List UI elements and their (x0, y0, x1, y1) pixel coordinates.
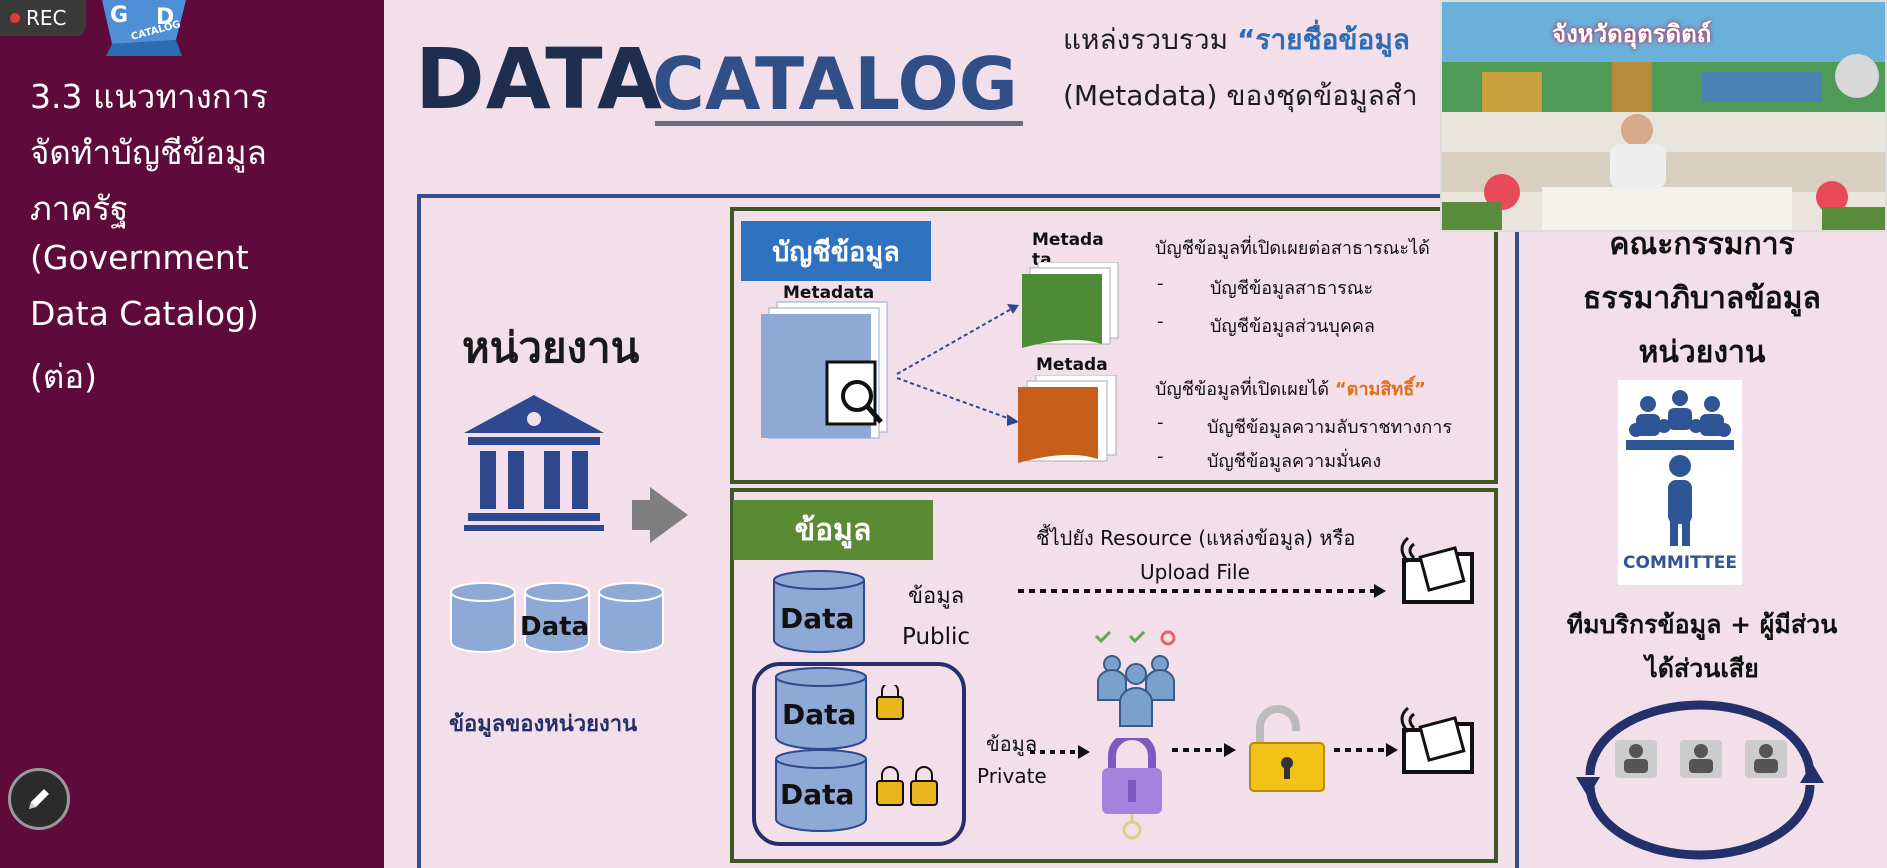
gd-catalog-logo: G D CATALOG (102, 0, 186, 56)
webcam-label: จังหวัดอุตรดิตถ์ (1552, 20, 1712, 48)
agency-db-label: Data (520, 612, 590, 642)
sidebar-line: ภาครัฐ (30, 189, 129, 228)
webcam-edit-button[interactable] (1835, 54, 1879, 98)
team-title-line: ทีมบริกรข้อมูล + ผู้มีส่วน (1566, 610, 1838, 639)
sidebar-line: 3.3 แนวทางการ (30, 77, 268, 116)
folder-upload-icon (1400, 536, 1474, 604)
open-padlock-icon (1249, 705, 1325, 792)
subtitle-prefix: แหล่งรวบรวม (1063, 23, 1237, 56)
team-title: ทีมบริกรข้อมูล + ผู้มีส่วน ได้ส่วนเสีย (1522, 603, 1882, 691)
private-arrow-1 (1030, 745, 1090, 759)
public-item: บัญชีข้อมูลส่วนบุคคล (1210, 316, 1375, 337)
committee-title-line: หน่วยงาน (1638, 335, 1766, 370)
public-database-icon (773, 570, 865, 653)
subtitle-line-1: แหล่งรวบรวม “รายชื่อข้อมูล (1063, 18, 1410, 62)
subtitle-highlight: “รายชื่อข้อมูล (1237, 23, 1410, 56)
dash: - (1157, 446, 1164, 467)
private-arrow-2 (1172, 743, 1236, 757)
webcam-video[interactable]: จังหวัดอุตรดิตถ์ (1440, 0, 1887, 232)
private-db-label-1: Data (782, 698, 857, 731)
title-underline (655, 121, 1023, 126)
data-tag: ข้อมูล (733, 500, 933, 560)
webcam-scene (1442, 2, 1885, 230)
dash: - (1157, 412, 1164, 433)
restricted-metadata-icon (1018, 375, 1117, 463)
private-db-label-2: Data (780, 778, 855, 811)
dash: - (1157, 311, 1164, 332)
sidebar-line: จัดทำบัญชีข้อมูล (30, 133, 267, 172)
metadata-documents-icon (761, 301, 888, 439)
main-frame (417, 194, 1887, 868)
record-dot-icon (10, 13, 20, 23)
public-item: บัญชีข้อมูลสาธารณะ (1210, 278, 1374, 299)
metadata-label: Metadata (783, 283, 875, 303)
sidebar: 3.3 แนวทางการ จัดทำบัญชีข้อมูล ภาครัฐ (G… (0, 0, 384, 868)
sidebar-line: (Government (30, 238, 249, 277)
recording-indicator: REC (0, 0, 86, 36)
svg-text:D: D (156, 5, 174, 30)
committee-illustration: COMMITTEE (1618, 380, 1742, 585)
right-separator (1515, 194, 1519, 868)
team-title-line: ได้ส่วนเสีย (1645, 654, 1759, 683)
public-db-label: Data (780, 602, 855, 635)
recording-label: REC (26, 6, 67, 30)
private-arrow-3 (1334, 743, 1398, 757)
users-group-icon (1094, 630, 1176, 727)
restricted-item: บัญชีข้อมูลความลับราชทางการ (1207, 417, 1452, 438)
title-catalog: CATALOG (652, 42, 1018, 126)
folder-upload-icon (1400, 706, 1474, 774)
public-metadata-icon (1022, 262, 1119, 348)
padlock-icons (876, 685, 938, 806)
restricted-heading-highlight: “ตามสิทธิ์” (1334, 379, 1427, 400)
subtitle-line-2: (Metadata) ของชุดข้อมูลสำ (1063, 79, 1418, 112)
data-governance-cycle-diagram (1576, 700, 1824, 860)
title-data: DATA (415, 30, 664, 128)
data-panel (730, 488, 1498, 863)
public-upload-arrow (1018, 584, 1386, 598)
svg-text:G: G (110, 3, 128, 28)
agency-caption: ข้อมูลของหน่วยงาน (449, 712, 638, 737)
resource-line-2: Upload File (1140, 560, 1250, 584)
catalog-tag: บัญชีข้อมูล (741, 221, 931, 281)
private-data-label: Private (977, 764, 1047, 788)
key-lock-icon (1102, 738, 1162, 840)
committee-title-line: ธรรมาภิบาลข้อมูล (1583, 281, 1821, 316)
dash: - (1157, 273, 1164, 294)
committee-title-line: คณะกรรมการ (1609, 227, 1795, 262)
government-building-icon (464, 395, 688, 543)
committee-people-icon (1626, 390, 1734, 546)
catalog-panel (730, 207, 1498, 484)
restricted-heading-prefix: บัญชีข้อมูลที่เปิดเผยได้ (1155, 379, 1335, 400)
resource-line-1: ชี้ไปยัง Resource (แหล่งข้อมูล) หรือ (1036, 526, 1356, 550)
public-data-label: Public (902, 624, 971, 650)
public-heading: บัญชีข้อมูลที่เปิดเผยต่อสาธารณะได้ (1155, 238, 1430, 259)
sidebar-line: (ต่อ) (30, 357, 97, 396)
restricted-item: บัญชีข้อมูลความมั่นคง (1207, 451, 1382, 472)
pencil-icon (29, 789, 49, 809)
database-cluster-icon (450, 582, 664, 653)
restricted-heading: บัญชีข้อมูลที่เปิดเผยได้ “ตามสิทธิ์” (1155, 374, 1426, 403)
private-data-box (752, 662, 966, 846)
arrows-icon (896, 304, 1019, 426)
private-databases-icon (775, 667, 867, 832)
sidebar-line: Data Catalog) (30, 294, 259, 333)
committee-word: COMMITTEE (1623, 553, 1737, 573)
agency-title: หน่วยงาน (462, 323, 640, 372)
public-data-word: ข้อมูล (908, 584, 965, 609)
private-data-word: ข้อมูล (986, 732, 1038, 756)
annotate-pen-button[interactable] (8, 768, 70, 830)
committee-title: คณะกรรมการ ธรรมาภิบาลข้อมูล หน่วยงาน (1522, 218, 1882, 380)
